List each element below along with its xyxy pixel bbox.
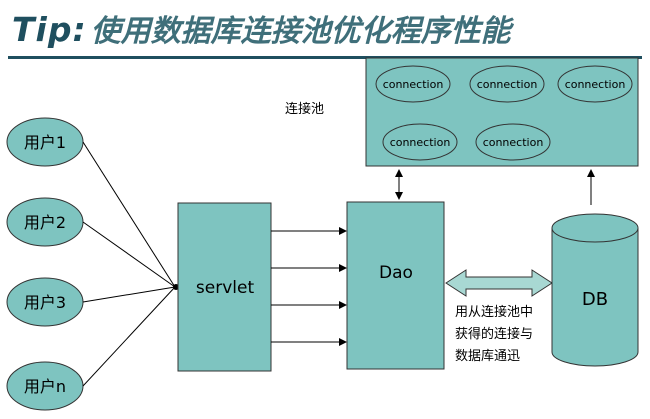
title-divider	[8, 56, 642, 59]
connection-ellipses	[375, 65, 633, 161]
connection-label: connection	[565, 78, 626, 91]
connection-label: connection	[483, 136, 544, 149]
title-prefix: Tip:	[12, 10, 87, 49]
user-label: 用户3	[24, 293, 66, 312]
servlet-label: servlet	[196, 278, 255, 298]
title-text: 使用数据库连接池优化程序性能	[90, 14, 511, 49]
connection-label: connection	[383, 78, 444, 91]
user-line	[82, 286, 176, 303]
connection-label: connection	[390, 136, 451, 149]
pool-label: 连接池	[285, 102, 325, 117]
user-label: 用户n	[24, 377, 66, 396]
user-line	[82, 141, 176, 288]
db-cylinder	[551, 213, 639, 367]
user-line	[82, 286, 176, 387]
user-line	[82, 221, 176, 288]
connection-ellipse	[375, 65, 451, 103]
connection-ellipse	[557, 65, 633, 103]
user-connections	[82, 141, 176, 387]
dao-db-double-arrow	[445, 269, 553, 297]
dao-box	[346, 201, 445, 370]
connection-label: connection	[477, 78, 538, 91]
slide-title: Tip: 使用数据库连接池优化程序性能	[12, 6, 511, 50]
connection-ellipse	[475, 123, 551, 161]
user-label: 用户1	[24, 133, 66, 152]
servlet-dao-arrows	[271, 227, 347, 346]
connection-note: 用从连接池中获得的连接与数据库通迅	[455, 305, 534, 364]
connection-ellipse	[469, 65, 545, 103]
connection-ellipse	[382, 123, 458, 161]
db-label: DB	[582, 289, 608, 310]
servlet-box	[177, 202, 272, 372]
dao-label: Dao	[379, 263, 413, 283]
user-label: 用户2	[24, 213, 66, 232]
